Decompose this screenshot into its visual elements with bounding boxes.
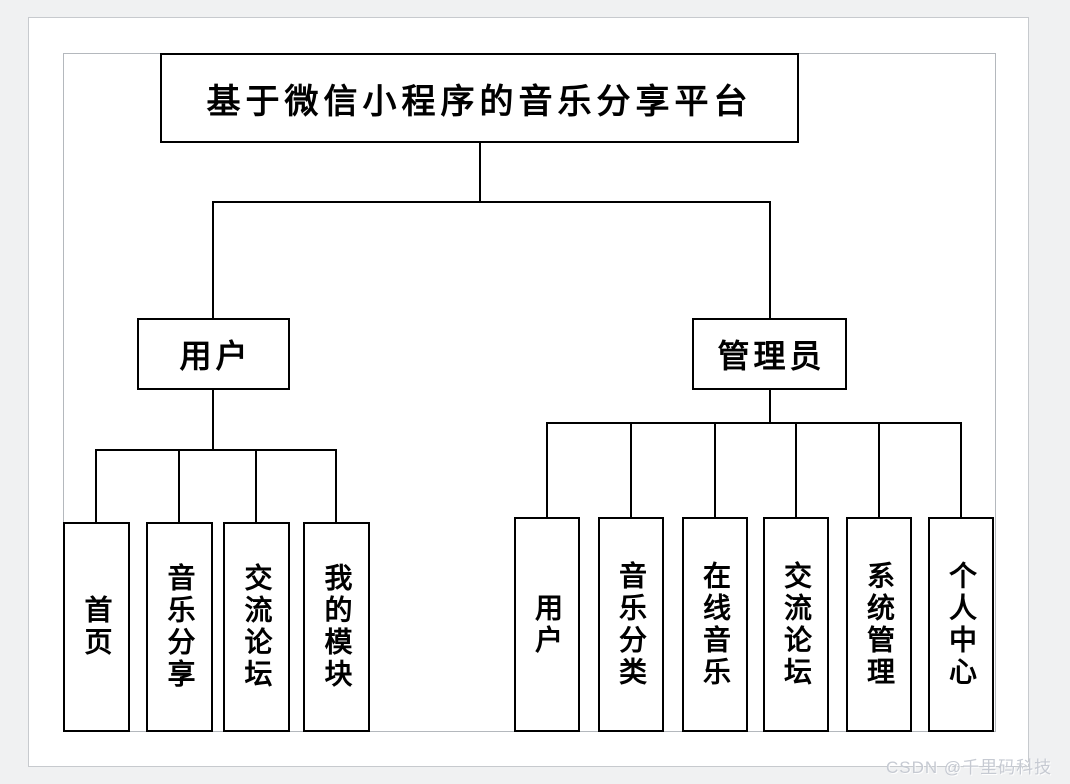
- connector-admin-child-drop-6: [960, 422, 962, 519]
- connector-user-child-drop-1: [95, 449, 97, 524]
- branch-node-user-label: 用户: [179, 338, 252, 374]
- leaf-node-admin-user: 用户: [514, 517, 580, 732]
- leaf-node-home: 首页: [63, 522, 130, 732]
- leaf-node-personal-center-label: 个人中心: [946, 560, 977, 689]
- connector-user-hline: [95, 449, 337, 451]
- connector-user-trunk: [212, 390, 214, 451]
- branch-node-admin-label: 管理员: [717, 338, 826, 374]
- branch-node-user: 用户: [137, 318, 290, 390]
- connector-user-child-drop-4: [335, 449, 337, 524]
- leaf-node-home-label: 首页: [81, 595, 113, 659]
- leaf-node-admin-user-label: 用户: [532, 592, 563, 657]
- connector-admin-drop: [769, 201, 771, 320]
- connector-admin-child-drop-1: [546, 422, 548, 519]
- branch-node-admin: 管理员: [692, 318, 847, 390]
- leaf-node-admin-forum-label: 交流论坛: [781, 560, 812, 689]
- connector-admin-child-drop-2: [630, 422, 632, 519]
- leaf-node-forum: 交流论坛: [223, 522, 290, 732]
- leaf-node-music-category: 音乐分类: [598, 517, 664, 732]
- connector-user-drop: [212, 201, 214, 320]
- connector-user-child-drop-2: [178, 449, 180, 524]
- connector-admin-child-drop-3: [714, 422, 716, 519]
- leaf-node-my-module-label: 我的模块: [321, 563, 353, 691]
- connector-admin-child-drop-4: [795, 422, 797, 519]
- leaf-node-music-category-label: 音乐分类: [616, 560, 647, 689]
- leaf-node-forum-label: 交流论坛: [241, 563, 273, 691]
- leaf-node-my-module: 我的模块: [303, 522, 370, 732]
- leaf-node-personal-center: 个人中心: [928, 517, 994, 732]
- connector-root-trunk: [479, 143, 481, 203]
- connector-admin-child-drop-5: [878, 422, 880, 519]
- connector-admin-hline: [546, 422, 962, 424]
- connector-user-child-drop-3: [255, 449, 257, 524]
- leaf-node-system-manage: 系统管理: [846, 517, 912, 732]
- leaf-node-music-share: 音乐分享: [146, 522, 213, 732]
- connector-admin-trunk: [769, 390, 771, 424]
- leaf-node-online-music: 在线音乐: [682, 517, 748, 732]
- leaf-node-system-manage-label: 系统管理: [864, 560, 895, 689]
- connector-level1-hline: [212, 201, 771, 203]
- leaf-node-music-share-label: 音乐分享: [164, 563, 196, 691]
- watermark-text: CSDN @千里码科技: [886, 758, 1053, 777]
- root-node-label: 基于微信小程序的音乐分享平台: [206, 82, 753, 121]
- leaf-node-online-music-label: 在线音乐: [700, 560, 731, 689]
- leaf-node-admin-forum: 交流论坛: [763, 517, 829, 732]
- root-node: 基于微信小程序的音乐分享平台: [160, 53, 799, 143]
